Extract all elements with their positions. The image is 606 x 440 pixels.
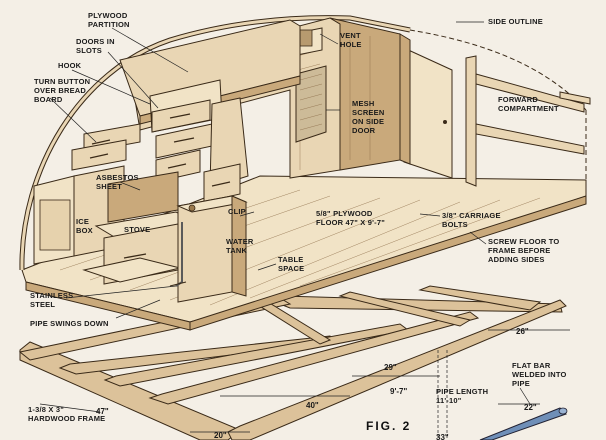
callout-side-outline: SIDE OUTLINE bbox=[488, 17, 543, 26]
side-door bbox=[399, 33, 591, 187]
upper-cupboard bbox=[71, 19, 301, 203]
dimension-d29: 29" bbox=[384, 363, 397, 372]
dimension-d47: 47" bbox=[96, 407, 109, 416]
callout-hook: HOOK bbox=[58, 61, 82, 70]
plywood-floor bbox=[21, 175, 587, 331]
dimension-d26: 26" bbox=[516, 327, 529, 336]
dimension-d20: 20" bbox=[214, 431, 227, 440]
dimension-lines bbox=[39, 329, 570, 433]
callout-hardwood-frame: 1-3/8 X 3"HARDWOOD FRAME bbox=[28, 405, 105, 423]
galley-unit bbox=[33, 165, 248, 303]
dimension-d40: 40" bbox=[306, 401, 319, 410]
callout-stove: STOVE bbox=[124, 225, 150, 234]
dimension-d22: 22" bbox=[524, 403, 537, 412]
callout-clip: CLIP bbox=[228, 207, 246, 216]
callout-pipe-swings-down: PIPE SWINGS DOWN bbox=[30, 319, 109, 328]
leader-lines bbox=[49, 21, 487, 319]
hardwood-frame bbox=[18, 285, 568, 440]
dimension-d9-7: 9'-7" bbox=[390, 387, 407, 396]
dimension-d33: 33" bbox=[436, 433, 449, 440]
figure-number: FIG. 2 bbox=[366, 419, 411, 433]
